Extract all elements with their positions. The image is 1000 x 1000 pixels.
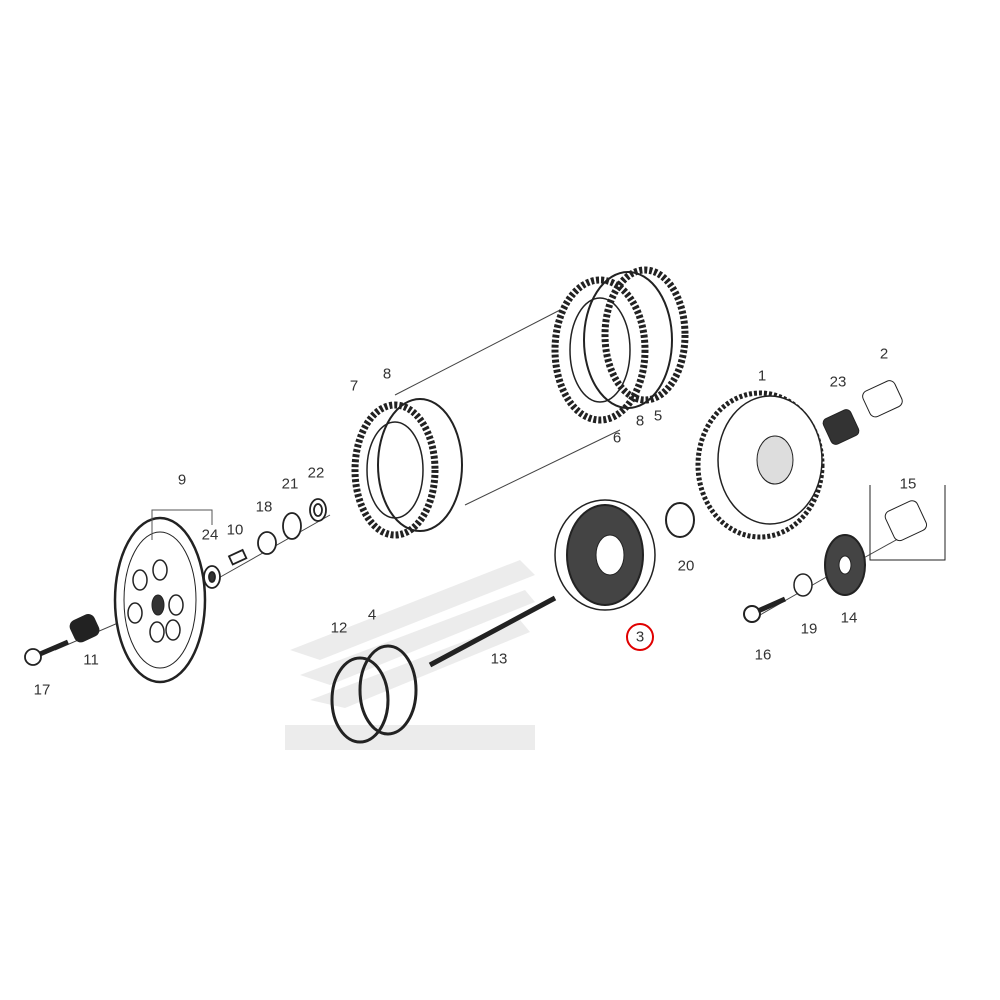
- highlight-circle: [626, 623, 654, 651]
- callout-16[interactable]: 16: [754, 646, 772, 664]
- callout-11[interactable]: 11: [83, 651, 99, 669]
- callout-23[interactable]: 23: [829, 373, 847, 391]
- rings: [330, 644, 418, 744]
- callout-24[interactable]: 24: [201, 526, 219, 544]
- callout-4[interactable]: 4: [367, 606, 377, 624]
- clutch-center: [554, 499, 656, 611]
- callout-6[interactable]: 6: [612, 429, 622, 447]
- callout-8b[interactable]: 8: [635, 412, 645, 430]
- callout-15[interactable]: 15: [899, 475, 917, 493]
- callout-5[interactable]: 5: [653, 407, 663, 425]
- bracket-9: [151, 509, 213, 540]
- callout-19[interactable]: 19: [800, 620, 818, 638]
- small-parts: [24, 498, 557, 668]
- callout-1[interactable]: 1: [757, 367, 767, 385]
- callout-22[interactable]: 22: [307, 464, 325, 482]
- callout-14[interactable]: 14: [840, 609, 858, 627]
- callout-13[interactable]: 13: [490, 650, 508, 668]
- clutch-disks-right: [551, 266, 689, 424]
- callout-8a[interactable]: 8: [382, 365, 392, 383]
- bearing-collar: [822, 380, 903, 445]
- callout-20[interactable]: 20: [677, 557, 695, 575]
- callout-18[interactable]: 18: [255, 498, 273, 516]
- clutch-outer: [695, 390, 825, 540]
- callout-9[interactable]: 9: [177, 471, 187, 489]
- callout-12[interactable]: 12: [330, 619, 348, 637]
- callout-2[interactable]: 2: [879, 345, 889, 363]
- callout-21[interactable]: 21: [281, 475, 299, 493]
- callout-17[interactable]: 17: [33, 681, 51, 699]
- clutch-disks-left: [351, 398, 463, 539]
- gear-group: [743, 485, 946, 623]
- callout-7[interactable]: 7: [349, 377, 359, 395]
- pressure-plate: [113, 516, 207, 684]
- callout-10[interactable]: 10: [226, 521, 244, 539]
- thrust-washer: [665, 502, 695, 538]
